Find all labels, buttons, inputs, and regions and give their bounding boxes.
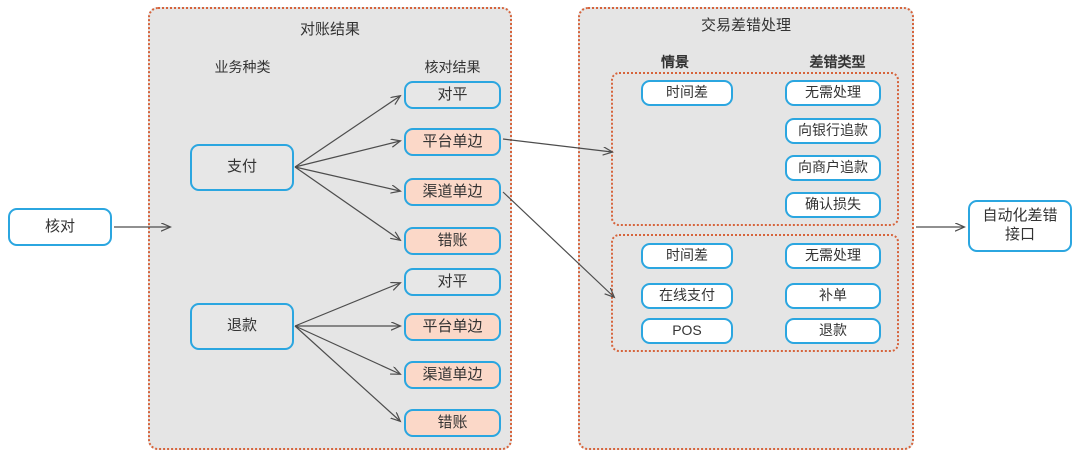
node-payment-result-wrong-account[interactable]: 错账 — [404, 227, 501, 255]
node-error-type-supplementary-order[interactable]: 补单 — [785, 283, 881, 309]
column-header-business-type: 业务种类 — [214, 59, 271, 75]
node-error-type-no-action-needed-2[interactable]: 无需处理 — [785, 243, 881, 269]
group-transaction-error-handling-title: 交易差错处理 — [700, 17, 791, 34]
node-error-type-claim-from-bank[interactable]: 向银行追款 — [785, 118, 881, 144]
node-exit-automated-error-interface[interactable]: 自动化差错 接口 — [968, 200, 1072, 252]
column-header-error-type: 差错类型 — [809, 54, 866, 70]
node-payment-result-platform-single-side[interactable]: 平台单边 — [404, 128, 501, 156]
node-error-type-claim-from-merchant[interactable]: 向商户追款 — [785, 155, 881, 181]
node-payment-result-channel-single-side[interactable]: 渠道单边 — [404, 178, 501, 206]
node-scenario-online-payment[interactable]: 在线支付 — [641, 283, 733, 309]
node-error-type-refund[interactable]: 退款 — [785, 318, 881, 344]
group-reconciliation-result-title: 对账结果 — [299, 21, 360, 38]
column-header-scenario: 情景 — [661, 54, 689, 70]
node-refund-result-wrong-account[interactable]: 错账 — [404, 409, 501, 437]
node-scenario-pos[interactable]: POS — [641, 318, 733, 344]
node-business-type-payment[interactable]: 支付 — [190, 144, 294, 191]
node-refund-result-balanced[interactable]: 对平 — [404, 268, 501, 296]
node-payment-result-balanced[interactable]: 对平 — [404, 81, 501, 109]
node-scenario-time-difference-2[interactable]: 时间差 — [641, 243, 733, 269]
node-error-type-confirm-loss[interactable]: 确认损失 — [785, 192, 881, 218]
node-refund-result-channel-single-side[interactable]: 渠道单边 — [404, 361, 501, 389]
node-error-type-no-action-needed-1[interactable]: 无需处理 — [785, 80, 881, 106]
node-scenario-time-difference-1[interactable]: 时间差 — [641, 80, 733, 106]
node-entry-reconciliation[interactable]: 核对 — [8, 208, 112, 246]
column-header-check-result: 核对结果 — [424, 59, 481, 75]
node-refund-result-platform-single-side[interactable]: 平台单边 — [404, 313, 501, 341]
node-business-type-refund[interactable]: 退款 — [190, 303, 294, 350]
